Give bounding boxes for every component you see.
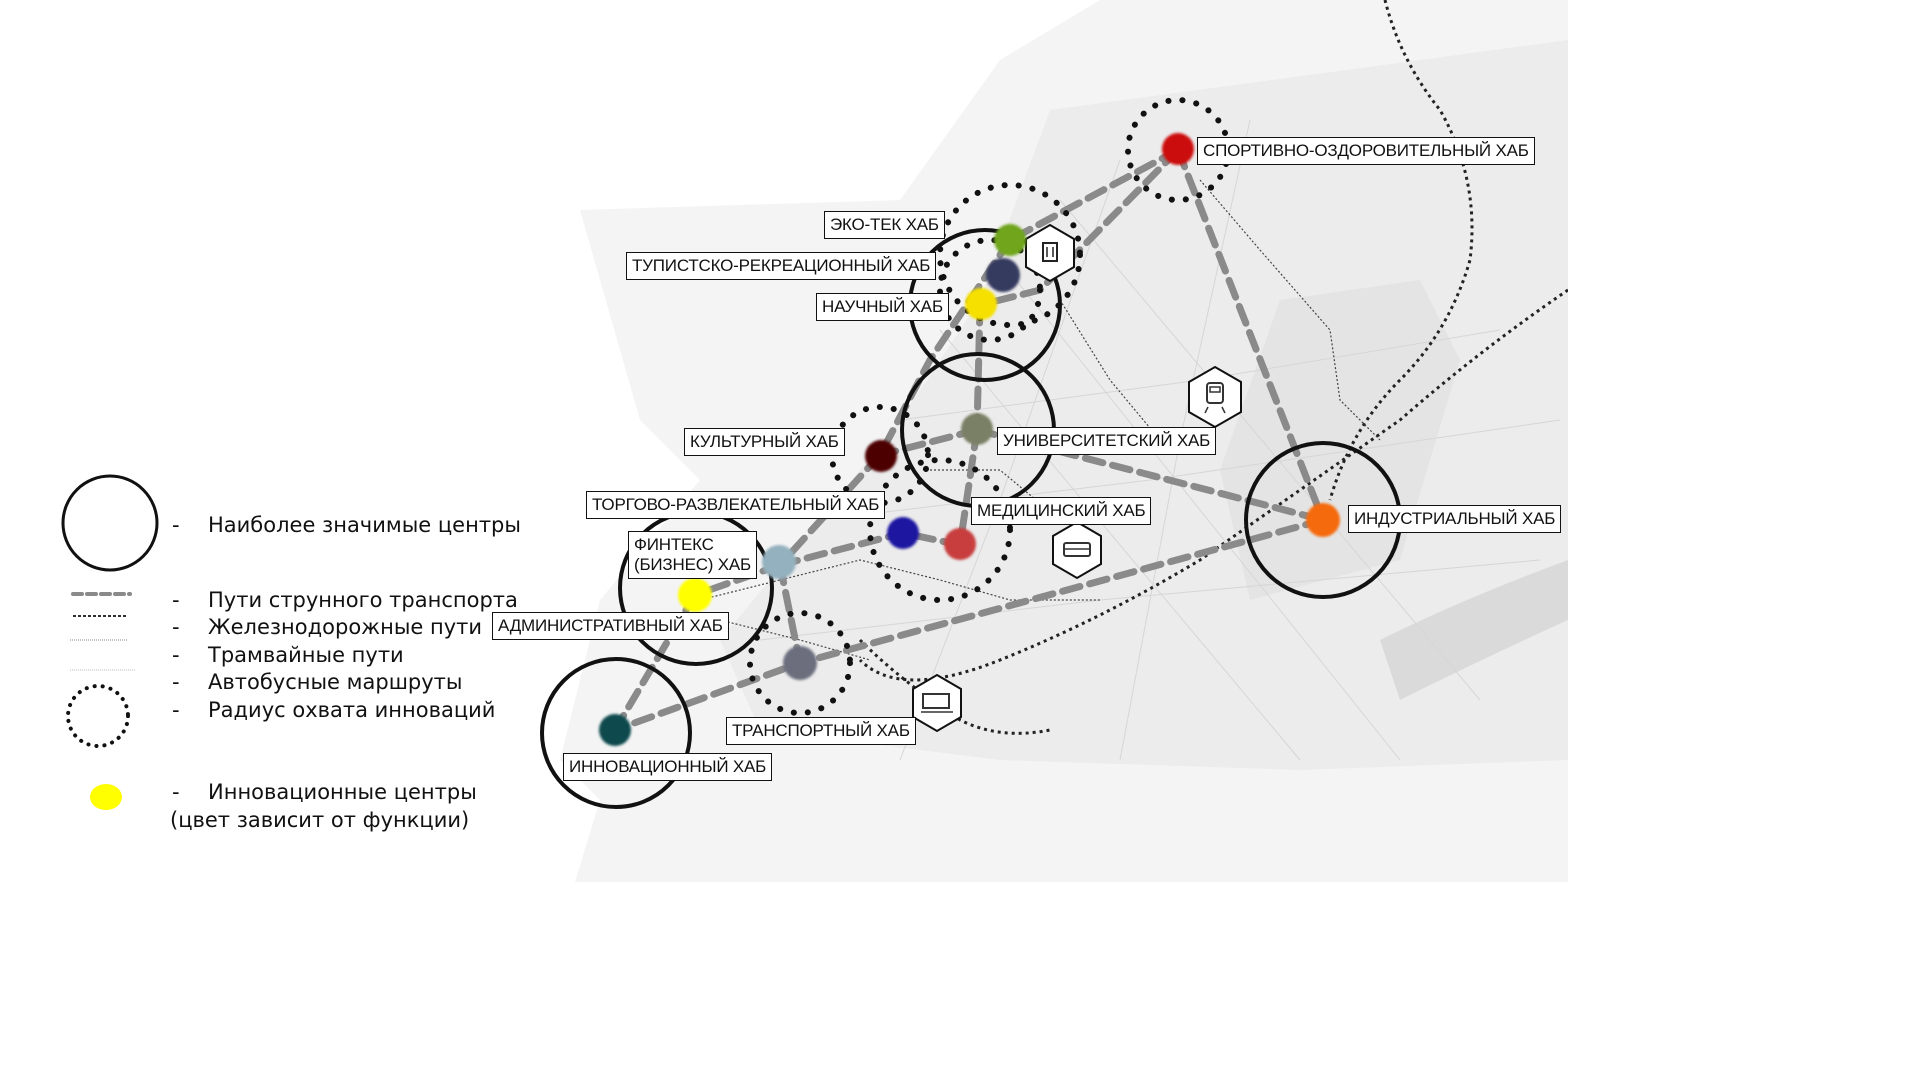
hub-dot-science[interactable] [965, 288, 997, 320]
tram-icon [1025, 223, 1075, 283]
legend-label-railway: Железнодорожные пути [208, 615, 483, 639]
hub-label-fintech[interactable]: ФИНТЕКС (БИЗНЕС) ХАБ [628, 531, 758, 579]
legend-dash: - [172, 615, 180, 639]
hub-label-eco[interactable]: ЭКО-ТЕК ХАБ [824, 211, 945, 239]
hub-label-tourist[interactable]: ТУПИСТСКО-РЕКРЕАЦИОННЫЙ ХАБ [626, 252, 937, 280]
hub-dot-eco[interactable] [994, 224, 1026, 256]
hub-label-transport[interactable]: ТРАНСПОРТНЫЙ ХАБ [726, 717, 916, 745]
legend-dash: - [172, 780, 180, 804]
legend-label-tram: Трамвайные пути [208, 643, 404, 667]
legend-label-string-transport: Пути струнного транспорта [208, 588, 518, 612]
legend-label-innovation-radius: Радиус охвата инноваций [208, 698, 496, 722]
legend-label-innovation-centers-note: (цвет зависит от функции) [170, 808, 470, 832]
hub-dot-fintech[interactable] [762, 545, 796, 579]
railway-lines [858, 0, 1568, 735]
legend-dash: - [172, 513, 180, 537]
hub-label-medical[interactable]: МЕДИЦИНСКИЙ ХАБ [971, 497, 1152, 525]
hub-dot-admin[interactable] [678, 578, 712, 612]
locomotive-icon [912, 673, 962, 733]
legend-symbols [61, 474, 159, 810]
hub-label-science[interactable]: НАУЧНЫЙ ХАБ [816, 293, 949, 321]
hub-label-culture[interactable]: КУЛЬТУРНЫЙ ХАБ [684, 428, 845, 456]
legend-label-innovation-centers: Инновационные центры [208, 780, 477, 804]
legend-dash: - [172, 698, 180, 722]
hub-label-university[interactable]: УНИВЕРСИТЕТСКИЙ ХАБ [997, 427, 1217, 455]
legend-innovation-radius-symbol [66, 684, 130, 748]
hub-dot-university[interactable] [961, 413, 993, 445]
hub-dot-trade[interactable] [887, 517, 919, 549]
hub-label-sport[interactable]: СПОРТИВНО-ОЗДОРОВИТЕЛЬНЫЙ ХАБ [1197, 137, 1535, 165]
hub-dots [599, 133, 1340, 746]
hub-label-admin[interactable]: АДМИНИСТРАТИВНЫЙ ХАБ [492, 612, 729, 640]
hub-dot-culture[interactable] [865, 440, 897, 472]
hub-dot-medical[interactable] [944, 528, 976, 560]
legend-dash: - [172, 670, 180, 694]
legend-dash: - [172, 588, 180, 612]
legend-label-major-centers: Наиболее значимые центры [208, 513, 521, 537]
hub-dot-innovation[interactable] [599, 714, 631, 746]
hub-label-trade[interactable]: ТОРГОВО-РАЗВЛЕКАТЕЛЬНЫЙ ХАБ [586, 491, 886, 519]
hub-dot-transport[interactable] [783, 646, 817, 680]
hub-label-innovation[interactable]: ИННОВАЦИОННЫЙ ХАБ [563, 753, 773, 781]
legend-label-bus: Автобусные маршруты [208, 670, 463, 694]
hub-dot-tourist[interactable] [986, 258, 1020, 292]
hub-label-industrial[interactable]: ИНДУСТРИАЛЬНЫЙ ХАБ [1348, 505, 1562, 533]
hub-dot-sport[interactable] [1162, 133, 1194, 165]
legend-major-center-symbol [61, 474, 159, 572]
legend-dash: - [172, 643, 180, 667]
legend-innovation-center-symbol [90, 784, 122, 810]
bus-icon [1052, 520, 1102, 580]
hub-dot-industrial[interactable] [1306, 503, 1340, 537]
